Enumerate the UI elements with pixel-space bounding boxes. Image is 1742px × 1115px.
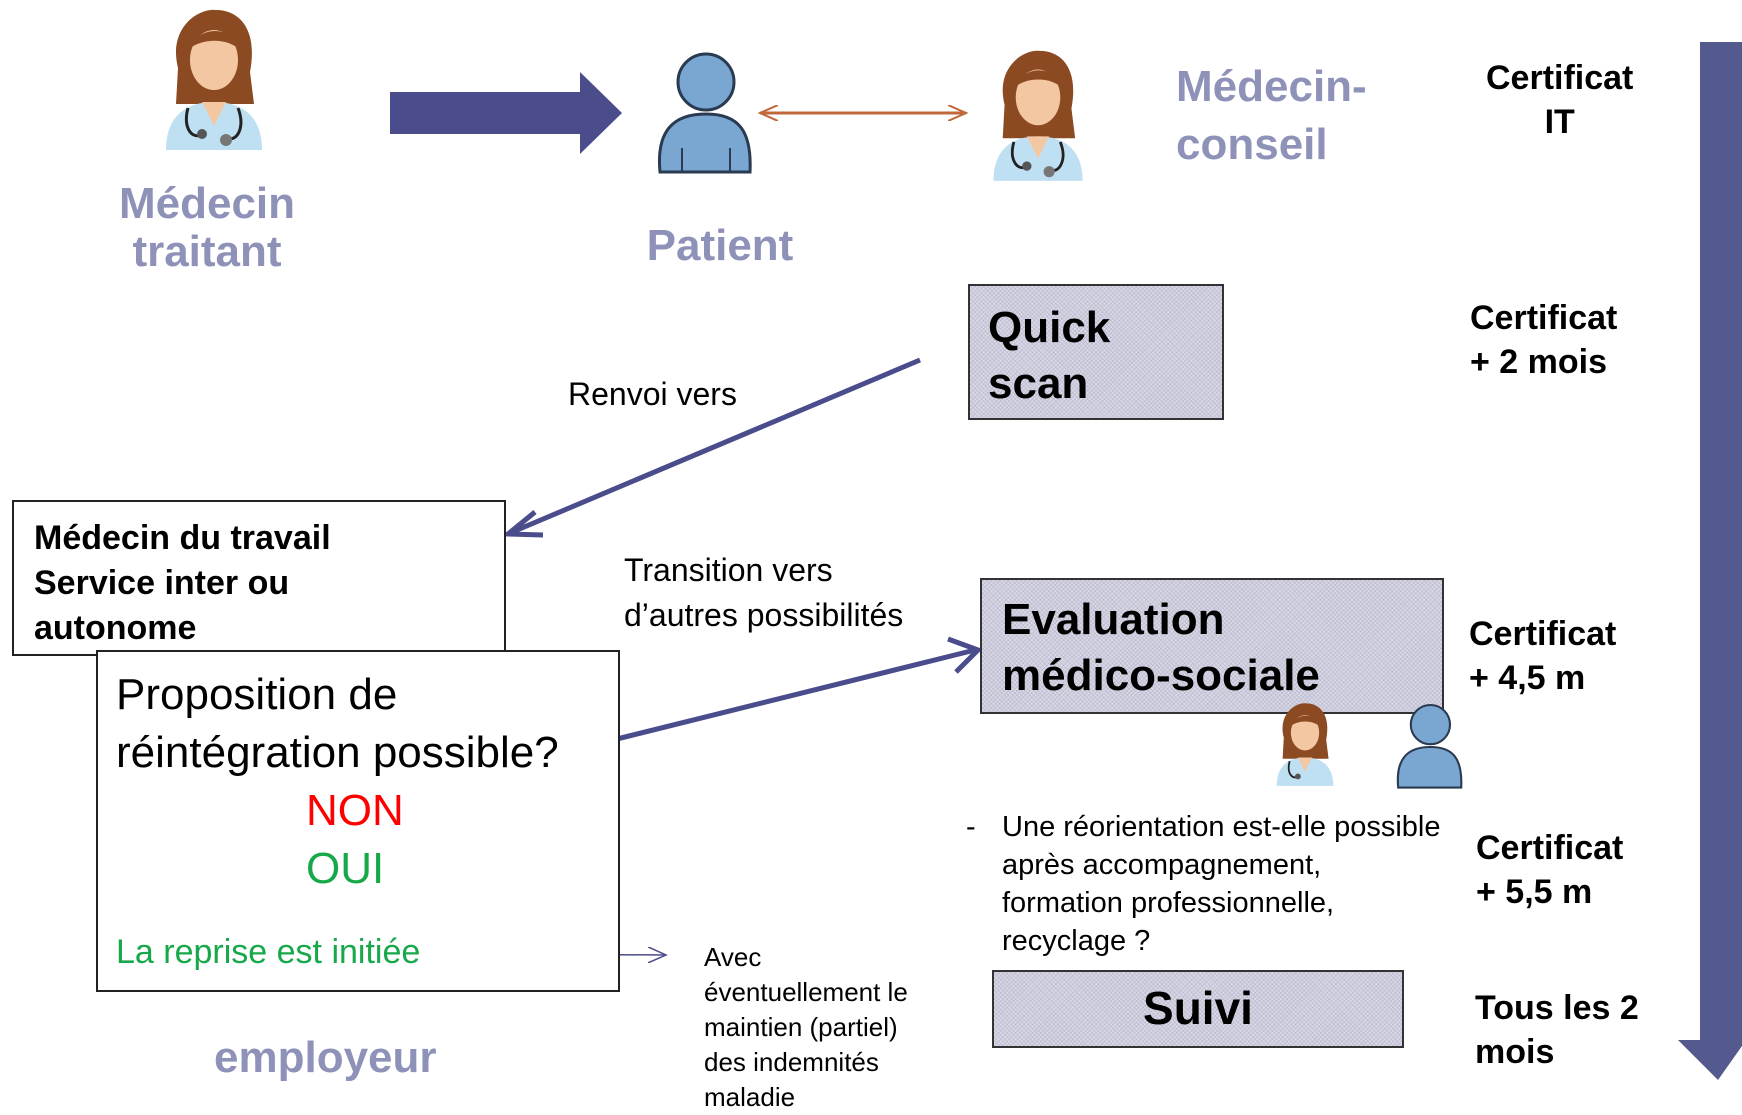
label-renvoi: Renvoi vers: [568, 376, 737, 412]
label-medecin-traitant: Médecin traitant: [118, 179, 296, 276]
renvoi-arrow: [509, 357, 921, 536]
timeline-arrow: [1678, 42, 1742, 1080]
box-suivi: Suivi: [992, 970, 1404, 1048]
block-arrow: [390, 72, 622, 154]
label-avec: Avec éventuellement le maintien (partiel…: [704, 942, 908, 1112]
doctor-icon: [158, 8, 270, 150]
box-medecin-travail: Médecin du travail Service inter ou auto…: [12, 500, 506, 656]
box-evaluation: Evaluation médico-sociale: [980, 578, 1444, 714]
timeline-certificat-55m: Certificat + 5,5 m: [1476, 829, 1624, 911]
label-transition: Transition vers d’autres possibilités: [624, 552, 904, 633]
doctor-icon: [1272, 694, 1338, 794]
timeline-certificat-2m: Certificat + 2 mois: [1470, 299, 1618, 381]
timeline-certificat-45m: Certificat + 4,5 m: [1469, 615, 1617, 697]
proposition-question: Proposition de réintégration possible?: [116, 670, 559, 777]
bullet-dash: -: [966, 811, 976, 843]
box-proposition: Proposition de réintégration possible? N…: [96, 650, 620, 992]
timeline-certificat-it: Certificat IT: [1486, 59, 1634, 141]
timeline-tous-les-2-mois: Tous les 2 mois: [1475, 989, 1639, 1071]
label-reorientation: - Une réorientation est-elle possible ap…: [966, 808, 1440, 960]
doctor-icon: [986, 44, 1090, 186]
label-patient: Patient: [646, 221, 794, 270]
label-medecin-conseil: Médecin- conseil: [1176, 62, 1367, 169]
patient-icon: [1394, 702, 1464, 792]
answer-non: NON: [306, 786, 404, 835]
label-employeur: employeur: [214, 1033, 437, 1082]
patient-icon: [654, 52, 754, 176]
reprise-text: La reprise est initiée: [116, 933, 421, 971]
answer-oui: OUI: [306, 844, 385, 893]
box-quick-scan: Quick scan: [968, 284, 1224, 420]
